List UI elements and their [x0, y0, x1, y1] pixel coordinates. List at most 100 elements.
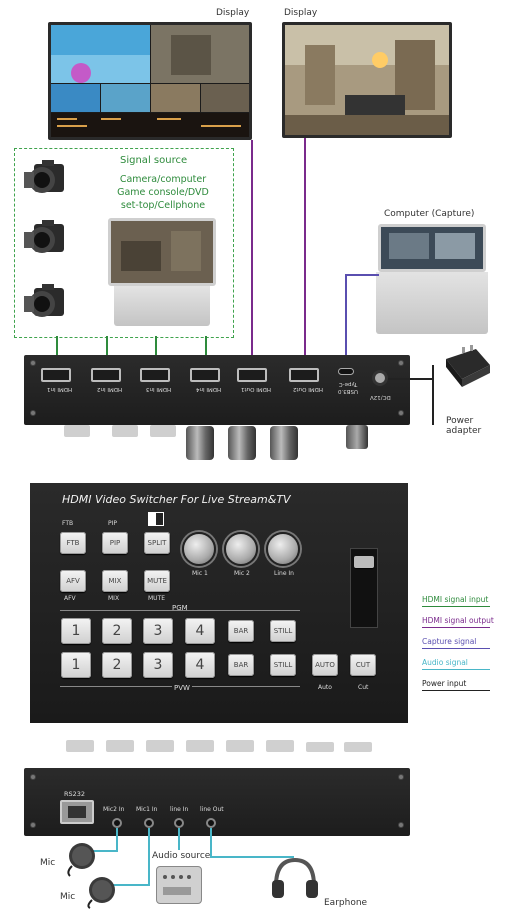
mic2-in-jack[interactable] [112, 818, 122, 828]
hdmi-input-wire [155, 336, 157, 368]
hdmi-input-wire [106, 336, 108, 368]
mic2-label: Mic [60, 892, 76, 902]
earphone-label: Earphone [324, 898, 368, 908]
hdmi-out1-label: HDMI Out1 [241, 386, 271, 392]
mic1-volume-dial[interactable] [182, 532, 216, 566]
mic1-in-jack[interactable] [144, 818, 154, 828]
front-panel-title: HDMI Video Switcher For Live Stream&TV [62, 493, 291, 506]
line-in-volume-dial[interactable] [266, 532, 300, 566]
pvw-button-4[interactable]: 4 [185, 652, 215, 678]
mix-button[interactable]: MIX [102, 570, 128, 592]
afv-button[interactable]: AFV [60, 570, 86, 592]
microphone-icon [87, 877, 115, 909]
mic1-label: Mic [40, 858, 56, 868]
rs232-label: RS232 [64, 790, 86, 798]
dc-power-label: DC/12V [370, 394, 391, 400]
screw [398, 410, 404, 416]
mic2-volume-dial[interactable] [224, 532, 258, 566]
pgm-button-3[interactable]: 3 [143, 618, 173, 644]
mic1-dial-label: Mic 1 [192, 570, 208, 577]
pgm-button-4[interactable]: 4 [185, 618, 215, 644]
legend-capture: Capture signal [422, 637, 477, 646]
pgm-button-1[interactable]: 1 [61, 618, 91, 644]
pvw-button-3[interactable]: 3 [143, 652, 173, 678]
line-in-dial-label: Line In [274, 570, 294, 577]
legend-line-hdmi-input [422, 606, 490, 607]
legend-power: Power input [422, 679, 467, 688]
hdmi-in4-port[interactable] [190, 368, 220, 382]
screw [398, 822, 404, 828]
camera-icon [24, 220, 64, 253]
hdmi-in4-label: HDMI In4 [196, 386, 222, 392]
laptop-icon [108, 218, 216, 286]
rear-knob [270, 426, 298, 460]
audio-source-label: Audio source [152, 851, 211, 861]
cut-button[interactable]: CUT [350, 654, 376, 676]
computer-capture-label: Computer (Capture) [384, 209, 475, 219]
power-adapter-icon [446, 345, 490, 387]
hdmi-input-wire [205, 336, 207, 368]
top-button-cap [66, 740, 94, 752]
pvw-button-2[interactable]: 2 [102, 652, 132, 678]
laptop-base [114, 286, 210, 326]
ftb-button[interactable]: FTB [60, 532, 86, 554]
top-button-cap [106, 740, 134, 752]
brand-logo [148, 512, 164, 526]
display-label-1: Display [216, 8, 250, 18]
laptop-base-capture [376, 272, 488, 334]
screw [30, 410, 36, 416]
pip-button[interactable]: PIP [102, 532, 128, 554]
dc-power-port[interactable] [372, 370, 388, 386]
pgm-divider [60, 610, 300, 611]
ethernet-port-icon[interactable] [60, 800, 94, 824]
screw [30, 774, 36, 780]
legend-line-hdmi-output [422, 627, 490, 628]
power-wire [388, 378, 434, 380]
top-button-cap [306, 742, 334, 752]
usb-c-port[interactable] [338, 368, 354, 375]
hdmi-in1-port[interactable] [41, 368, 71, 382]
pgm-still-button[interactable]: STILL [270, 620, 296, 642]
hdmi-out1-port[interactable] [237, 368, 267, 382]
rear-button-cap [150, 425, 176, 437]
line-in-jack[interactable] [174, 818, 184, 828]
auto-caption: Auto [318, 684, 332, 691]
cut-caption: Cut [358, 684, 369, 691]
hdmi-out2-port[interactable] [289, 368, 319, 382]
pvw-button-1[interactable]: 1 [61, 652, 91, 678]
camera-icon [24, 160, 64, 193]
capture-wire [345, 274, 347, 368]
hdmi-out2-label: HDMI Out2 [293, 386, 323, 392]
audio-wire [210, 828, 212, 858]
rear-knob [186, 426, 214, 460]
audio-wire [104, 884, 150, 886]
capture-wire [345, 274, 379, 276]
top-button-cap [146, 740, 174, 752]
transition-fader-handle[interactable] [354, 556, 374, 568]
front-panel [30, 483, 408, 723]
power-wire [432, 365, 434, 425]
line-out-jack[interactable] [206, 818, 216, 828]
screw [30, 822, 36, 828]
group-label-pip: PIP [108, 520, 118, 527]
audio-wire [148, 828, 150, 884]
group-label-mute: MUTE [148, 595, 166, 602]
auto-button[interactable]: AUTO [312, 654, 338, 676]
pvw-still-button[interactable]: STILL [270, 654, 296, 676]
pvw-bar-button[interactable]: BAR [228, 654, 254, 676]
back-panel [24, 355, 410, 425]
audio-wire [116, 828, 118, 850]
mute-button[interactable]: MUTE [144, 570, 170, 592]
headphones-icon [272, 857, 318, 898]
pgm-button-2[interactable]: 2 [102, 618, 132, 644]
mic1-in-label: Mic1 In [136, 806, 158, 813]
top-button-cap [226, 740, 254, 752]
multiview-screen [51, 25, 249, 137]
signal-source-description: Camera/computer Game console/DVD set-top… [117, 174, 209, 211]
pgm-bar-button[interactable]: BAR [228, 620, 254, 642]
hdmi-in3-port[interactable] [140, 368, 170, 382]
split-button[interactable]: SPLIT [144, 532, 170, 554]
hdmi-in3-label: HDMI In3 [146, 386, 172, 392]
hdmi-in2-port[interactable] [91, 368, 121, 382]
pvw-label: PVW [172, 684, 192, 692]
